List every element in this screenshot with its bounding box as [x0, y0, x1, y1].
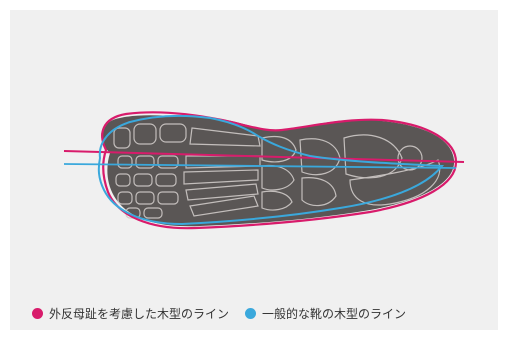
regular-last-outline: [97, 114, 445, 226]
blue-dot-icon: [245, 308, 257, 319]
diagram-panel: 外反母趾を考慮した木型のライン 一般的な靴の木型のライン: [10, 10, 498, 330]
magenta-dot-icon: [32, 308, 43, 319]
hallux-valgus-axis-line: [63, 150, 465, 163]
legend: 外反母趾を考慮した木型のライン 一般的な靴の木型のライン: [32, 305, 406, 322]
insole-illustration: [63, 111, 465, 230]
legend-item-regular: 一般的な靴の木型のライン: [245, 305, 406, 322]
legend-item-hallux-valgus: 外反母趾を考慮した木型のライン: [32, 305, 229, 322]
legend-label-hallux-valgus: 外反母趾を考慮した木型のライン: [49, 307, 230, 321]
regular-axis-line: [63, 163, 457, 169]
insole-shape: [101, 115, 455, 227]
legend-label-regular: 一般的な靴の木型のライン: [262, 307, 407, 321]
